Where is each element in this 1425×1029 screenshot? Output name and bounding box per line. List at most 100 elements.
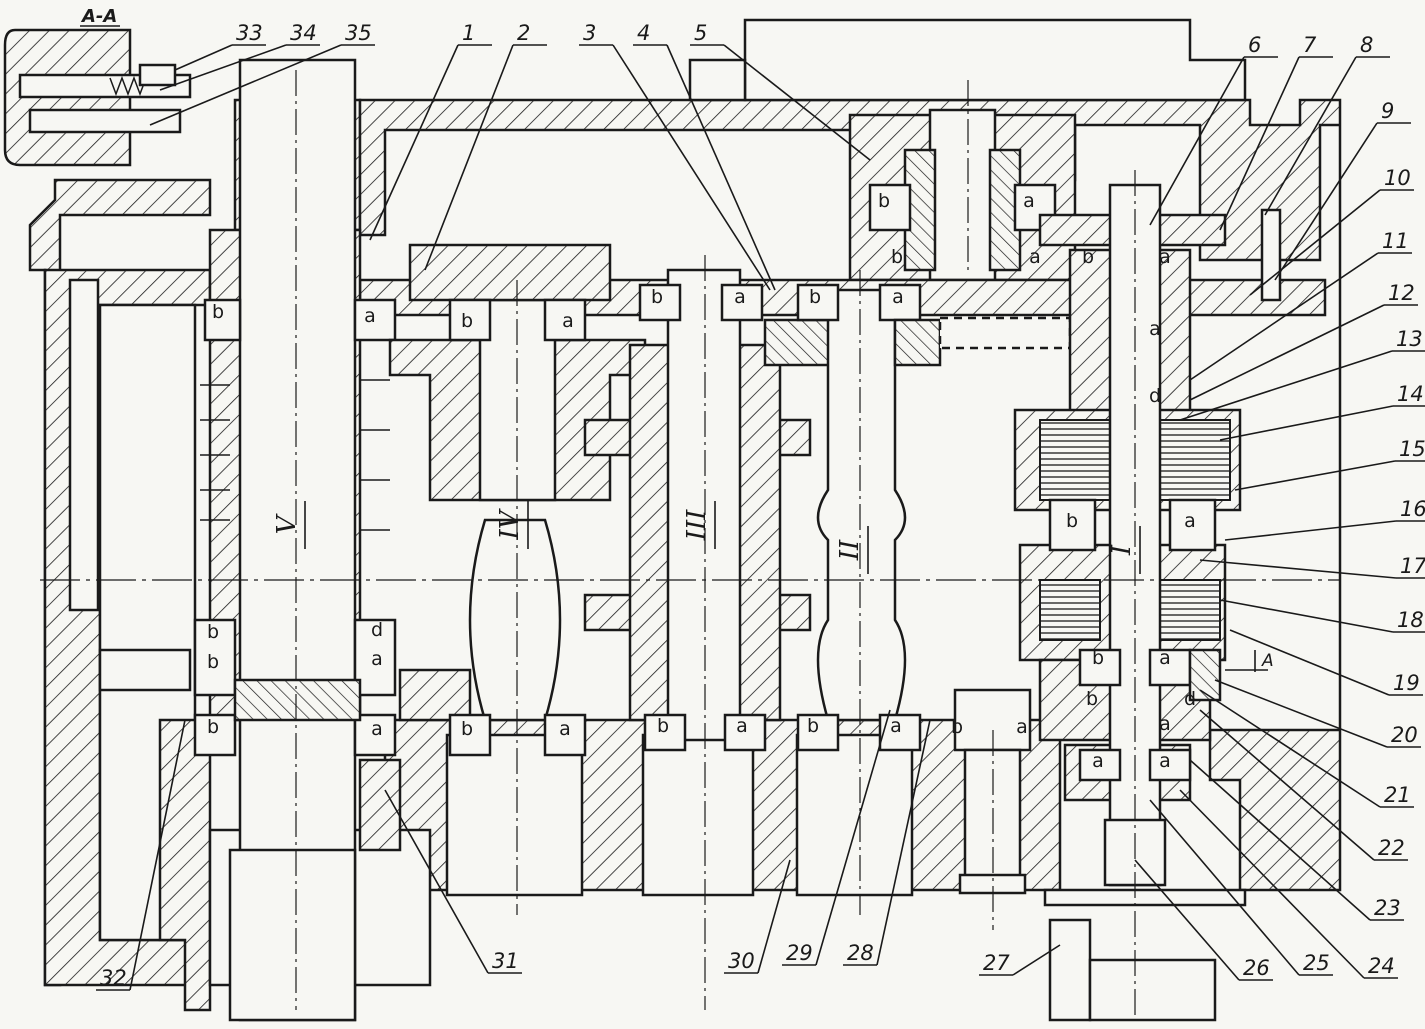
bearing-type-mark: a xyxy=(1023,190,1035,212)
callout-number: 1 xyxy=(462,21,475,45)
callout-number: 26 xyxy=(1243,956,1270,980)
bearing-type-mark: a xyxy=(562,310,574,332)
bearing-type-mark: a xyxy=(892,286,904,308)
callout-number: 35 xyxy=(345,21,372,45)
shaft-ii-assembly xyxy=(796,283,1072,752)
gear-4 xyxy=(763,318,832,367)
shaft-v-spacer xyxy=(233,678,362,722)
callout-number: 5 xyxy=(694,21,707,45)
callout-18: 18 xyxy=(1219,599,1425,633)
callout-9: 9 xyxy=(1274,99,1411,281)
callout-4: 4 xyxy=(633,21,776,291)
callout-number: 33 xyxy=(236,21,263,45)
sleeve-20 xyxy=(1188,648,1222,702)
callout-number: 25 xyxy=(1303,951,1330,975)
shaft-v-lower xyxy=(228,848,357,1022)
callout-number: 29 xyxy=(786,941,813,965)
base-plate xyxy=(1043,888,1247,907)
bearing-type-mark: b xyxy=(657,715,669,737)
callout-33: 33 xyxy=(174,21,266,71)
shaft-ii xyxy=(816,288,907,722)
callout-30: 30 xyxy=(724,859,791,974)
callout-number: 23 xyxy=(1374,896,1401,920)
callout-20: 20 xyxy=(1214,679,1421,748)
callout-number: 3 xyxy=(583,21,596,45)
center-lines xyxy=(40,70,1340,1020)
shaft-label: IV xyxy=(495,508,525,540)
bearing-type-mark: a xyxy=(1149,318,1161,340)
upper-gear-right xyxy=(988,148,1022,272)
inset-spring-34 xyxy=(109,75,147,97)
callout-10: 10 xyxy=(1249,166,1414,296)
bearing-type-mark: b xyxy=(891,246,903,268)
callout-7: 7 xyxy=(1219,33,1333,231)
callout-number: 7 xyxy=(1303,33,1317,57)
bearing-type-mark: b xyxy=(807,715,819,737)
callout-number: 6 xyxy=(1248,33,1261,57)
bearing-type-mark: a xyxy=(734,286,746,308)
bearing-type-mark: a xyxy=(890,715,902,737)
callout-25: 25 xyxy=(1149,799,1333,976)
bearing-type-mark: b xyxy=(461,718,473,740)
callout-34: 34 xyxy=(159,21,320,91)
callout-number: 34 xyxy=(290,21,317,45)
callout-6: 6 xyxy=(1149,33,1278,226)
section-a-a-inset xyxy=(3,28,192,167)
callout-number: 13 xyxy=(1396,327,1423,351)
callout-8: 8 xyxy=(1264,33,1390,216)
bearing-type-mark: d xyxy=(1149,385,1161,407)
clutch-discs-left xyxy=(1039,419,1111,501)
bearing-type-mark: d xyxy=(1184,688,1196,710)
bearing-type-mark: b xyxy=(207,651,219,673)
callout-35: 35 xyxy=(149,21,375,126)
callout-number: 17 xyxy=(1400,554,1425,578)
callout-14: 14 xyxy=(1219,382,1425,441)
bearing-type-mark: b xyxy=(1082,246,1094,268)
shaft-label: V xyxy=(272,513,302,534)
callout-15: 15 xyxy=(1234,437,1425,491)
bearing-type-mark: b xyxy=(878,190,890,212)
shaft-iii-assembly xyxy=(583,268,832,752)
bearing-type-mark: b xyxy=(951,716,963,738)
callout-1: 1 xyxy=(369,21,492,241)
callout-27: 27 xyxy=(979,944,1061,976)
bearing-type-mark: a xyxy=(1029,246,1041,268)
shaft-iv-assembly xyxy=(388,243,647,757)
bearing-type-mark: a xyxy=(1184,510,1196,532)
left-rod xyxy=(68,278,100,612)
callout-2: 2 xyxy=(424,21,547,271)
callout-31: 31 xyxy=(384,789,522,974)
bearing-type-mark: b xyxy=(207,621,219,643)
shaft-label: I xyxy=(1107,544,1137,556)
bearing-type-mark: a xyxy=(371,718,383,740)
bearing-type-mark: b xyxy=(651,286,663,308)
callout-number: 30 xyxy=(728,949,755,973)
callout-number: 28 xyxy=(847,941,874,965)
callout-29: 29 xyxy=(782,709,891,966)
callout-number: 32 xyxy=(100,966,127,990)
callout-number: 27 xyxy=(983,951,1010,975)
bearing-type-mark: a xyxy=(1092,750,1104,772)
callout-5: 5 xyxy=(690,21,871,161)
section-marker-text: A xyxy=(1261,651,1274,671)
callout-number: 24 xyxy=(1368,954,1395,978)
callout-number: 11 xyxy=(1382,229,1409,253)
bearing-type-mark: d xyxy=(371,619,383,641)
shaft-iii xyxy=(666,268,742,742)
callout-26: 26 xyxy=(1134,859,1273,981)
bearing-type-mark: a xyxy=(1159,713,1171,735)
shaft-label: III xyxy=(682,509,712,542)
callout-19: 19 xyxy=(1229,629,1423,696)
callout-number: 22 xyxy=(1378,836,1405,860)
bearing-type-mark: b xyxy=(1066,510,1078,532)
inset-pin-35 xyxy=(28,108,182,134)
callout-number: 2 xyxy=(517,21,530,45)
callout-28: 28 xyxy=(843,719,931,966)
left-arm xyxy=(98,648,192,692)
callout-21: 21 xyxy=(1199,689,1414,808)
